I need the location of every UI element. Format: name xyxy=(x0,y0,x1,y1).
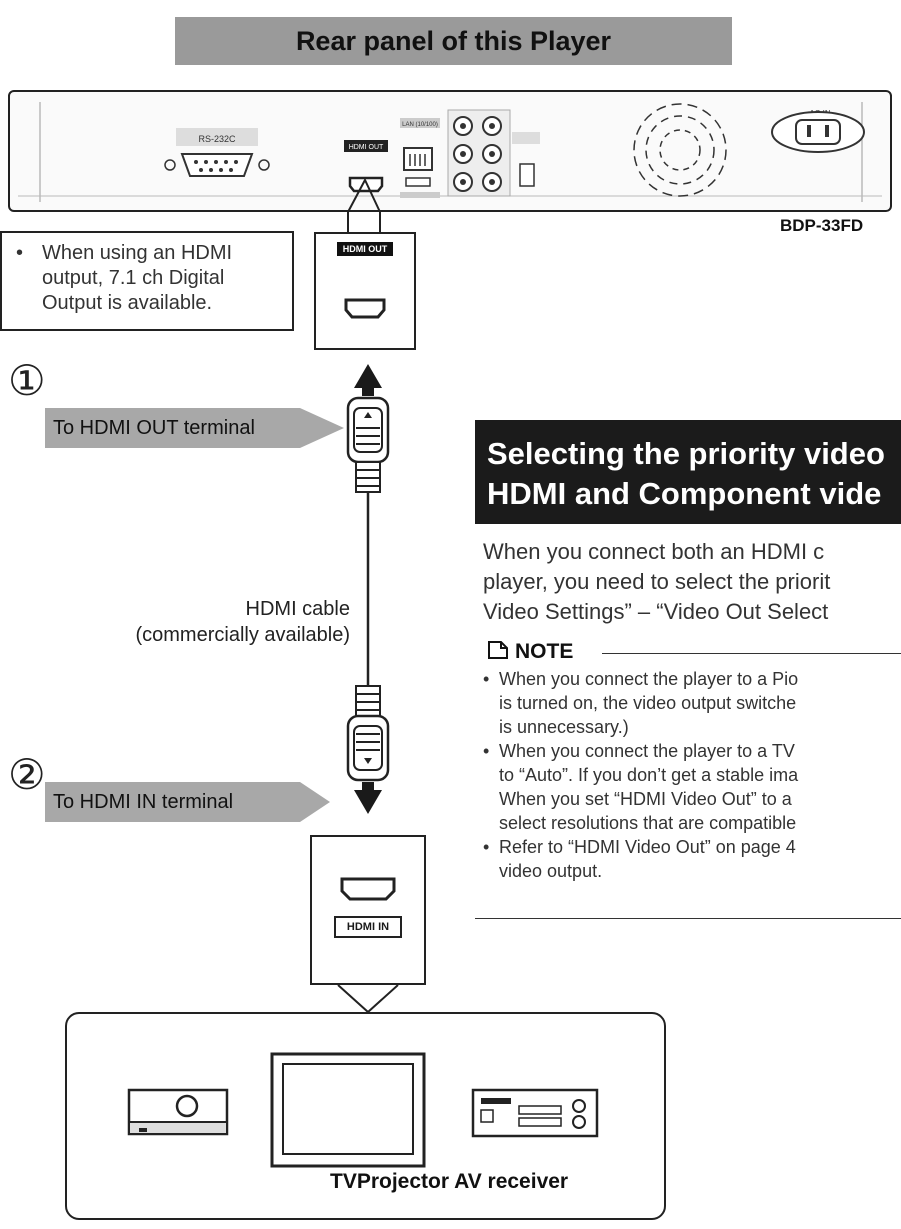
note-list: • When you connect the player to a Pio i… xyxy=(483,667,901,883)
note-icon xyxy=(488,641,508,659)
panel-hdmi-out-port: HDMI OUT xyxy=(344,140,388,193)
lan-usb-ports: LAN (10/100) xyxy=(400,118,440,198)
hdmi-cable-label: HDMI cable (commercially available) xyxy=(72,596,350,648)
hdmi-in-port-box: HDMI IN xyxy=(310,835,426,985)
cable-label-line1: HDMI cable xyxy=(245,598,350,620)
section-bottom-divider xyxy=(475,918,901,919)
lan-label: LAN (10/100) xyxy=(402,122,438,128)
note-heading: NOTE xyxy=(487,640,573,664)
note-line: is turned on, the video output switche xyxy=(499,693,797,713)
rs232c-label: RS-232C xyxy=(198,134,236,144)
rear-panel-illustration: RS-232C HDMI OUT LAN (10/100) xyxy=(18,102,882,202)
note-line: When you connect the player to a Pio xyxy=(499,669,799,689)
hdmi-in-socket-icon xyxy=(340,877,396,901)
note-line: Refer to “HDMI Video Out” on page 4 xyxy=(499,837,796,857)
note-line: When you connect the player to a TV xyxy=(499,741,795,761)
note-divider xyxy=(602,653,901,654)
devices-illustration xyxy=(127,1052,599,1168)
section-heading-line2: HDMI and Component vide xyxy=(487,476,882,511)
note-title: NOTE xyxy=(515,640,574,663)
callout-bullet: • xyxy=(16,242,24,264)
rs232c-port: RS-232C xyxy=(164,128,270,177)
hdmi-in-port-label: HDMI IN xyxy=(334,916,402,938)
rca-jacks xyxy=(447,109,540,197)
section-intro: When you connect both an HDMI c player, … xyxy=(483,537,901,627)
intro-line: When you connect both an HDMI c xyxy=(483,539,825,564)
projector-icon xyxy=(127,1088,229,1136)
page-title: Rear panel of this Player xyxy=(295,25,612,56)
section-heading-line1: Selecting the priority video xyxy=(487,436,885,471)
player-model: BDP-33FD xyxy=(780,216,864,235)
page-title-bar: Rear panel of this Player xyxy=(175,17,732,65)
hdmi-out-port-label: HDMI OUT xyxy=(337,242,393,256)
device-labels: TVProjector AV receiver xyxy=(330,1170,569,1193)
panel-hdmi-out-label: HDMI OUT xyxy=(349,144,384,151)
note-bullet: • xyxy=(483,741,490,761)
fan-vent xyxy=(633,103,727,197)
av-receiver-icon xyxy=(471,1088,599,1138)
cable-label-line2: (commercially available) xyxy=(135,624,350,646)
note-bullet: • xyxy=(483,837,490,857)
note-item: • Refer to “HDMI Video Out” on page 4 vi… xyxy=(483,835,901,883)
note-line: When you set “HDMI Video Out” to a xyxy=(499,789,792,809)
section-heading: Selecting the priority video HDMI and Co… xyxy=(475,420,901,524)
display-devices-box xyxy=(65,1012,666,1220)
callout-text: When using an HDMI output, 7.1 ch Digita… xyxy=(42,242,233,314)
step-1-label: To HDMI OUT terminal xyxy=(53,416,255,439)
hdmi-output-callout: • When using an HDMI output, 7.1 ch Digi… xyxy=(0,231,294,331)
lower-hdmi-plug xyxy=(346,685,390,782)
step-2-label: To HDMI IN terminal xyxy=(53,790,234,813)
tv-icon xyxy=(270,1052,426,1168)
note-line: to “Auto”. If you don’t get a stable ima xyxy=(499,765,799,785)
note-item: • When you connect the player to a TV to… xyxy=(483,739,901,835)
note-line: is unnecessary.) xyxy=(499,717,629,737)
note-bullet: • xyxy=(483,669,490,689)
upper-hdmi-plug xyxy=(346,396,390,493)
hdmi-out-socket-icon xyxy=(344,298,386,319)
ac-in-socket: AC IN xyxy=(771,109,865,153)
note-line: video output. xyxy=(499,861,603,881)
step-1-label-tag: To HDMI OUT terminal xyxy=(45,408,300,448)
hdmi-out-port-box: HDMI OUT xyxy=(314,232,416,350)
step-1-number: ① xyxy=(8,357,46,404)
intro-line: Video Settings” – “Video Out Select xyxy=(483,599,829,624)
step-2-number: ② xyxy=(8,751,46,798)
intro-line: player, you need to select the priorit xyxy=(483,569,831,594)
step-2-label-tag: To HDMI IN terminal xyxy=(45,782,300,822)
note-item: • When you connect the player to a Pio i… xyxy=(483,667,901,739)
note-line: select resolutions that are compatible xyxy=(499,813,797,833)
player-rear-panel: RS-232C HDMI OUT LAN (10/100) xyxy=(8,90,892,212)
